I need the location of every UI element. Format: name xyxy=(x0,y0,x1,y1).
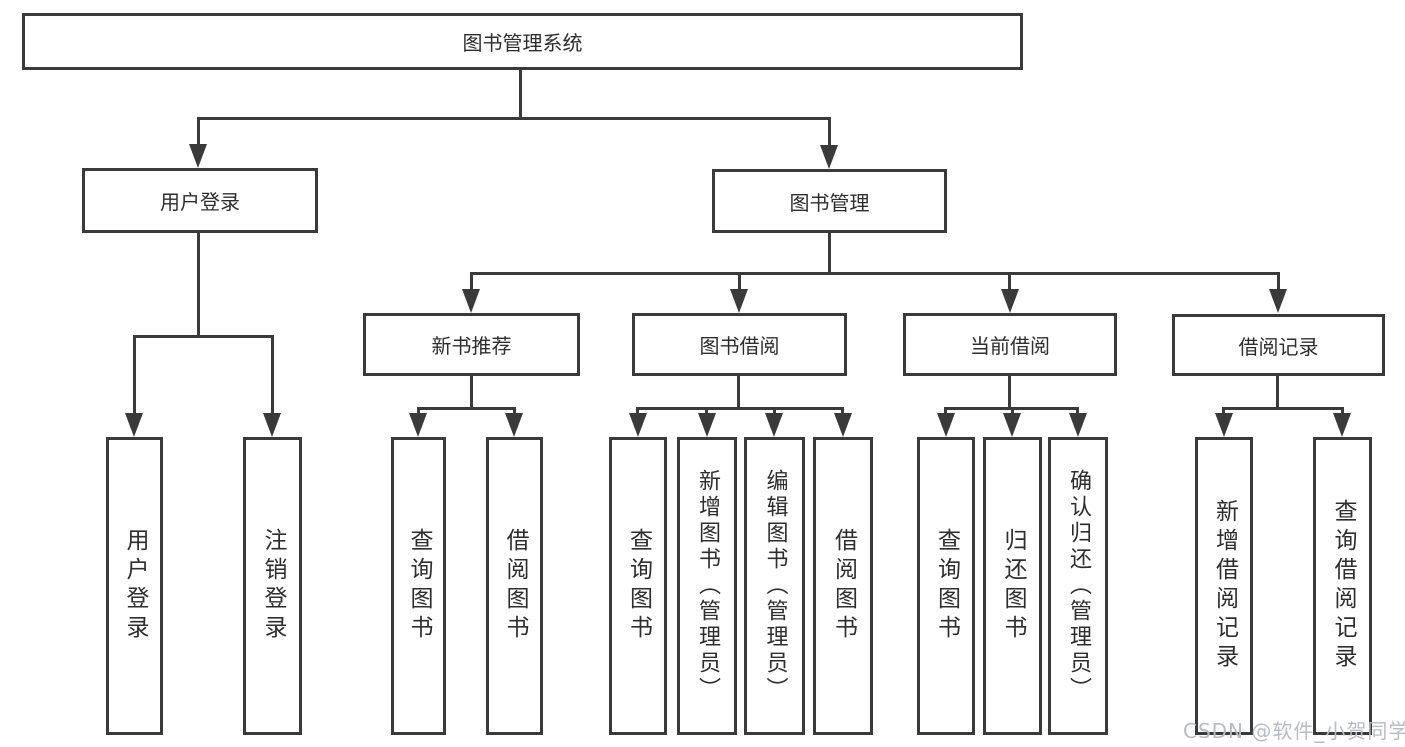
connector-drop-login-leaf xyxy=(133,335,136,415)
leaf-borrow-books: 借阅图书 xyxy=(813,437,873,735)
connector-currentborrow-stem xyxy=(1008,376,1011,408)
arrow-down-icon xyxy=(1269,289,1287,313)
node-book-borrow: 图书借阅 xyxy=(632,313,847,376)
leaf-return-books: 归还图书 xyxy=(983,437,1042,735)
connector-drop xyxy=(1222,407,1225,416)
connector-newbook-branch xyxy=(417,407,516,410)
connector-userlogin-branch xyxy=(133,335,274,338)
connector-drop xyxy=(1341,407,1344,416)
connector-drop xyxy=(513,407,516,416)
leaf-edit-books-admin: 编辑图书（管理员） xyxy=(744,437,805,735)
arrow-down-icon xyxy=(629,413,647,437)
connector-bookborrow-branch xyxy=(636,407,844,410)
arrow-down-icon xyxy=(125,413,143,437)
connector-newbook-stem xyxy=(470,376,473,408)
arrow-down-icon xyxy=(698,413,716,437)
connector-drop xyxy=(841,407,844,416)
leaf-borrow-books: 借阅图书 xyxy=(486,437,543,735)
watermark: CSDN @软件_小贺同学 xyxy=(1183,719,1405,743)
connector-bookmgmt-branch xyxy=(470,272,1280,275)
leaf-query-books: 查询图书 xyxy=(391,437,446,735)
connector-root-branch xyxy=(197,117,831,120)
leaf-add-books-admin: 新增图书（管理员） xyxy=(677,437,737,735)
connector-drop xyxy=(636,407,639,416)
node-borrow-records: 借阅记录 xyxy=(1172,314,1385,376)
connector-drop xyxy=(417,407,420,416)
leaf-confirm-return-admin: 确认归还（管理员） xyxy=(1048,437,1108,735)
leaf-logout: 注销登录 xyxy=(243,437,302,735)
connector-drop-new-books xyxy=(470,272,473,290)
node-library-system: 图书管理系统 xyxy=(22,13,1023,70)
arrow-down-icon xyxy=(834,413,852,437)
arrow-down-icon xyxy=(1003,413,1021,437)
node-new-book-recommend: 新书推荐 xyxy=(363,313,580,376)
leaf-query-books: 查询图书 xyxy=(609,437,667,735)
connector-drop-logout-leaf xyxy=(271,335,274,415)
arrow-down-icon xyxy=(730,289,748,313)
leaf-user-login: 用户登录 xyxy=(106,437,163,735)
leaf-add-borrow-record: 新增借阅记录 xyxy=(1195,437,1253,735)
arrow-down-icon xyxy=(505,413,523,437)
connector-userlogin-stem xyxy=(197,233,200,336)
connector-drop xyxy=(944,407,947,416)
connector-drop xyxy=(773,407,776,416)
arrow-down-icon xyxy=(765,413,783,437)
connector-drop xyxy=(705,407,708,416)
connector-records-branch xyxy=(1222,407,1344,410)
arrow-down-icon xyxy=(189,144,207,168)
arrow-down-icon xyxy=(409,413,427,437)
arrow-down-icon xyxy=(1069,413,1087,437)
connector-drop xyxy=(1076,407,1079,416)
connector-root-stem xyxy=(519,70,522,118)
connector-bookborrow-stem xyxy=(737,376,740,408)
connector-drop-user-login xyxy=(197,117,200,146)
connector-drop-current-borrow xyxy=(1008,272,1011,290)
node-current-borrow: 当前借阅 xyxy=(903,313,1117,376)
arrow-down-icon xyxy=(1215,413,1233,437)
arrow-down-icon xyxy=(1333,413,1351,437)
arrow-down-icon xyxy=(1001,289,1019,313)
arrow-down-icon xyxy=(937,413,955,437)
connector-drop-book-borrow xyxy=(738,272,741,290)
leaf-query-books: 查询图书 xyxy=(917,437,975,735)
connector-records-stem xyxy=(1276,376,1279,408)
connector-bookmgmt-stem xyxy=(828,233,831,274)
connector-drop xyxy=(1011,407,1014,416)
arrow-down-icon xyxy=(263,413,281,437)
node-user-login: 用户登录 xyxy=(82,168,318,233)
arrow-down-icon xyxy=(820,145,838,169)
arrow-down-icon xyxy=(462,289,480,313)
connector-drop-borrow-records xyxy=(1277,272,1280,290)
connector-drop-book-mgmt xyxy=(828,117,831,146)
leaf-query-borrow-record: 查询借阅记录 xyxy=(1313,437,1372,735)
node-book-mgmt: 图书管理 xyxy=(712,169,947,233)
